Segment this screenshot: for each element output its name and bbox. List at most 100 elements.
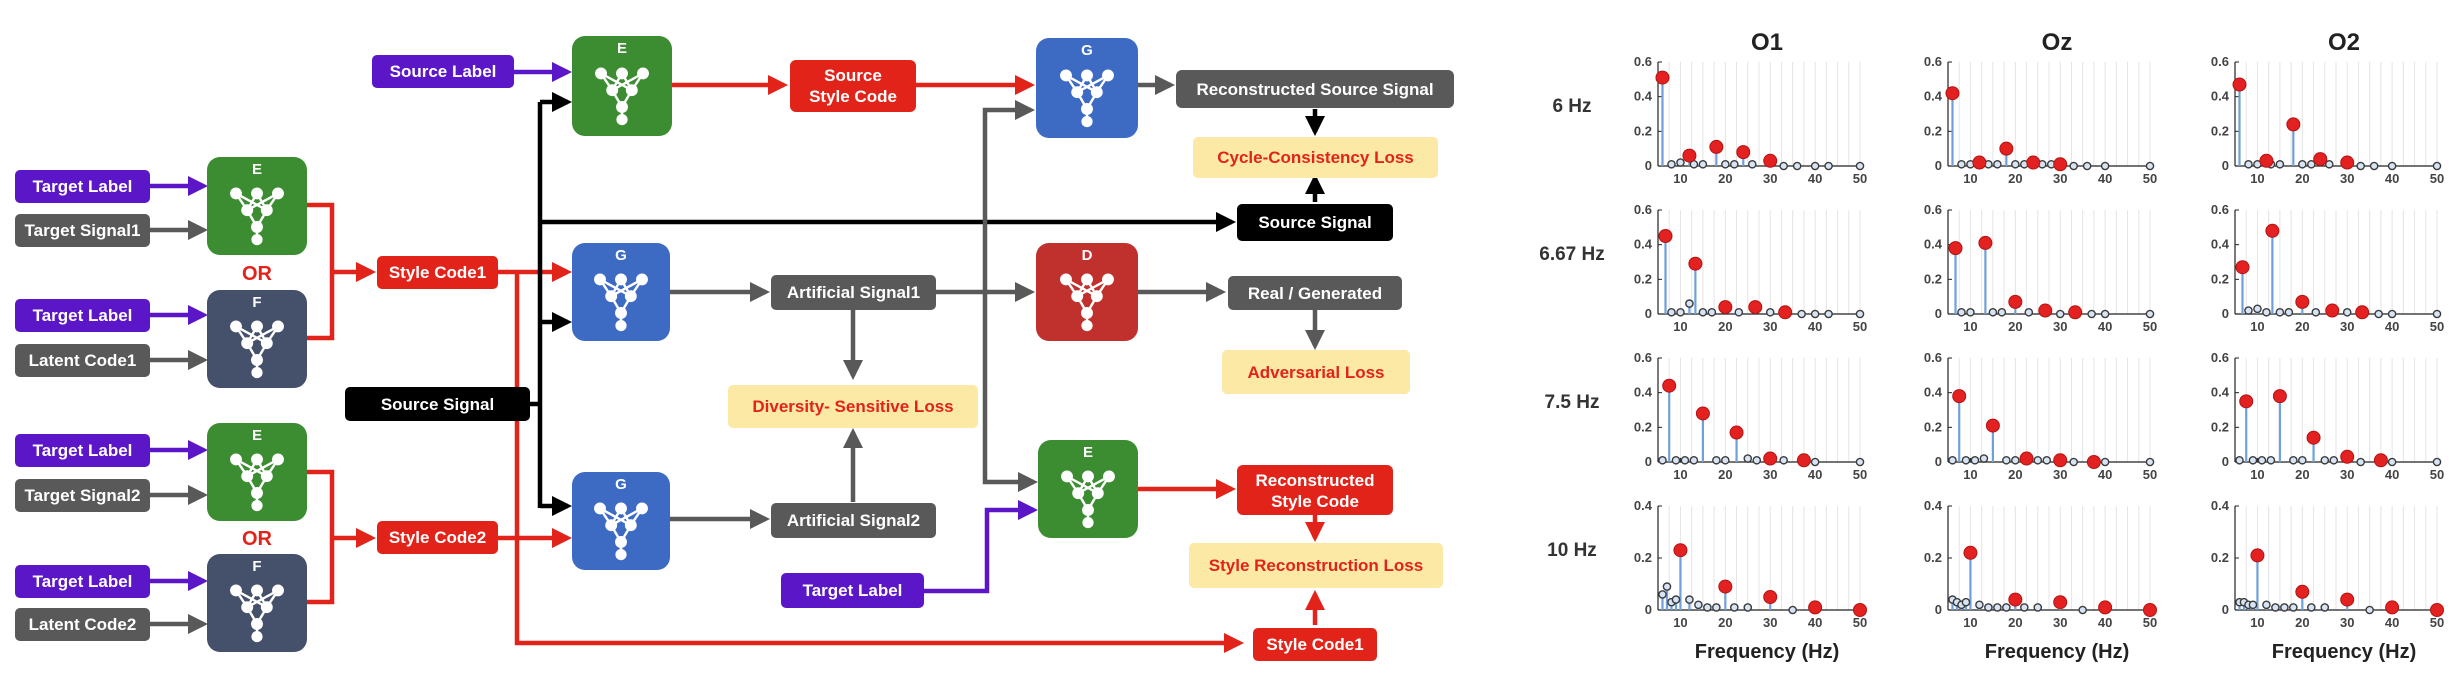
harmonic-peak-point (2306, 430, 2321, 445)
spectrum-point (2342, 307, 2352, 317)
architecture-diagram: Target Label Target Signal1 Target Label… (15, 36, 1454, 661)
y-tick-label: 0.6 (2211, 350, 2229, 365)
x-tick-label: 40 (2098, 171, 2112, 186)
y-tick-label: 0.6 (2211, 202, 2229, 217)
x-tick-label: 20 (2295, 171, 2309, 186)
y-tick-label: 0 (1935, 454, 1942, 469)
spectrum-point (1658, 590, 1667, 599)
spectrum-point (2298, 455, 2307, 465)
spectrum-point (2280, 603, 2289, 612)
spectrum-point (2145, 457, 2155, 467)
column-title-o2: O2 (2328, 29, 2360, 56)
harmonic-peak-point (1945, 86, 1960, 101)
x-tick-label: 40 (2385, 615, 2399, 630)
network-blocks: E F E F E G G G D E (207, 36, 1138, 652)
spectrum-point (1855, 457, 1865, 467)
x-tick-label: 20 (1718, 319, 1732, 334)
x-tick-label: 40 (1808, 319, 1822, 334)
spectrum-point (2266, 455, 2276, 465)
spectrum-point (1810, 161, 1820, 171)
style-reconstruction-loss-text: Style Reconstruction Loss (1209, 556, 1423, 575)
spectrum-point (1667, 159, 1676, 169)
adversarial-loss-text: Adversarial Loss (1247, 363, 1384, 382)
artificial-signal2-text: Artificial Signal2 (787, 511, 920, 530)
x-tick-label: 40 (1808, 467, 1822, 482)
arrow-artificial1-to-g-top (982, 99, 1036, 292)
harmonic-peak-point (1778, 305, 1793, 320)
x-tick-label: 30 (2053, 467, 2067, 482)
column-title-oz: Oz (2042, 29, 2073, 56)
y-tick-label: 0.2 (1924, 123, 1942, 138)
y-tick-label: 0.4 (2211, 385, 2230, 400)
y-tick-label: 0.6 (1634, 350, 1652, 365)
spectrum-point (2235, 455, 2244, 465)
harmonic-peak-point (1763, 153, 1778, 168)
harmonic-peak-point (1763, 451, 1778, 466)
spectrum-point (1721, 159, 1730, 169)
encoder-e-bottom-letter: E (1083, 444, 1093, 461)
x-tick-label: 40 (2385, 467, 2399, 482)
harmonic-peak-point (2325, 303, 2340, 318)
x-tick-label: 40 (2098, 615, 2112, 630)
x-tick-label: 20 (2295, 467, 2309, 482)
harmonic-peak-point (1972, 155, 1987, 170)
harmonic-peak-point (1718, 300, 1733, 315)
spectrum-point (1824, 161, 1833, 171)
spectrum-point (2100, 309, 2110, 319)
harmonic-peak-point (1658, 229, 1673, 243)
e2-f2-merge (306, 469, 335, 605)
harmonic-peak-point (2259, 153, 2274, 168)
spectrum-point (2262, 600, 2271, 610)
x-tick-label: 50 (2143, 615, 2157, 630)
spectrum-point (2387, 309, 2397, 319)
x-tick-label: 30 (1763, 615, 1777, 630)
target-label-text-4: Target Label (33, 572, 133, 591)
y-tick-label: 0.2 (1924, 271, 1942, 286)
y-tick-label: 0.4 (1924, 89, 1943, 104)
reconstructed-style-code-line2: Style Code (1271, 492, 1359, 511)
latent-code2-box: Latent Code2 (15, 608, 150, 641)
generator-g-2-letter: G (615, 476, 627, 493)
spectrum-point (1948, 455, 1957, 465)
harmonic-peak-point (2265, 223, 2280, 238)
x-tick-label: 50 (1853, 467, 1867, 482)
x-tick-label: 40 (2385, 319, 2399, 334)
x-tick-label: 20 (2008, 319, 2022, 334)
target-label-box-4: Target Label (15, 565, 150, 598)
y-tick-label: 0 (2222, 158, 2229, 173)
x-tick-label: 20 (2295, 615, 2309, 630)
x-tick-label: 10 (2250, 171, 2264, 186)
y-tick-label: 0.2 (2211, 419, 2229, 434)
x-tick-label: 10 (1963, 467, 1977, 482)
spectrum-point (2145, 309, 2155, 319)
y-tick-label: 0.4 (1924, 237, 1943, 252)
spectrum-point (2262, 307, 2271, 317)
diversity-sensitive-loss-text: Diversity- Sensitive Loss (752, 397, 953, 416)
target-signal1-box: Target Signal1 (15, 214, 150, 247)
x-tick-label: 50 (1853, 615, 1867, 630)
mapping-f-2-letter: F (252, 558, 261, 575)
spectrum-point (2257, 455, 2267, 465)
target-label-box-2: Target Label (15, 299, 150, 332)
spectrum-point (1667, 307, 1676, 317)
spectrum-point (2329, 455, 2339, 465)
target-label-text-2: Target Label (33, 306, 133, 325)
x-tick-label: 30 (2053, 319, 2067, 334)
encoder-e-1: E (207, 157, 307, 255)
spectrum-point (1961, 597, 1971, 607)
spectrum-point (2002, 603, 2011, 612)
style-code2-text: Style Code2 (389, 528, 486, 547)
x-tick-label: 10 (1673, 467, 1687, 482)
spectrum-point (2087, 309, 2096, 319)
spectrum-point (2248, 455, 2258, 465)
x-axis-label: Frequency (Hz) (1985, 641, 2129, 663)
style-code2-box: Style Code2 (377, 521, 498, 554)
x-tick-label: 30 (2053, 171, 2067, 186)
harmonic-peak-point (2038, 303, 2053, 318)
spectrum-point (1685, 299, 1694, 308)
y-tick-label: 0.2 (2211, 550, 2229, 565)
harmonic-peak-point (2340, 449, 2355, 464)
real-generated-text: Real / Generated (1248, 284, 1382, 303)
harmonic-peak-point (2008, 592, 2023, 607)
